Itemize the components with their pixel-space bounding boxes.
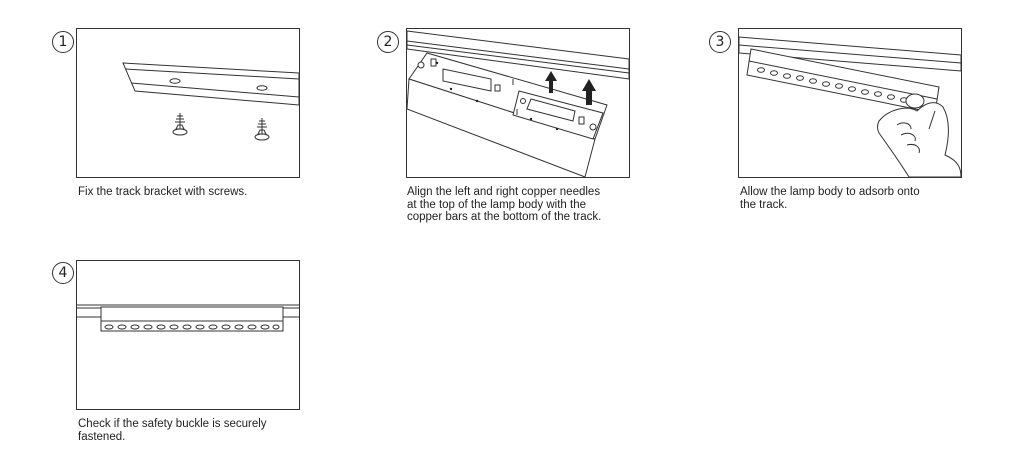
step-number-4: 4 xyxy=(52,262,74,284)
screw-icon xyxy=(172,113,188,136)
step-1-caption: Fix the track bracket with screws. xyxy=(78,186,248,198)
safety-buckle-drawing xyxy=(77,304,299,332)
step-3-illustration xyxy=(738,28,962,178)
step-3-caption: Allow the lamp body to adsorb onto the t… xyxy=(740,186,920,211)
step-4-illustration xyxy=(76,260,300,410)
step-1-illustration xyxy=(76,28,300,178)
arrow-up-icon xyxy=(545,71,557,93)
track-bracket-screws-drawing xyxy=(122,62,299,141)
step-2-illustration xyxy=(406,28,630,178)
screw-icon xyxy=(254,118,270,141)
step-2-caption: Align the left and right copper needles … xyxy=(407,186,602,223)
step-number-3: 3 xyxy=(709,31,731,53)
align-copper-needles-drawing xyxy=(407,30,629,177)
lamp-led-row xyxy=(104,324,280,330)
hand-icon xyxy=(877,93,961,177)
step-number-1: 1 xyxy=(52,31,74,53)
lamp-led-row xyxy=(757,67,908,103)
lamp-adsorb-track-drawing xyxy=(739,36,961,177)
step-4-caption: Check if the safety buckle is securely f… xyxy=(78,418,267,443)
arrow-up-icon xyxy=(582,79,596,105)
step-number-2: 2 xyxy=(377,31,399,53)
